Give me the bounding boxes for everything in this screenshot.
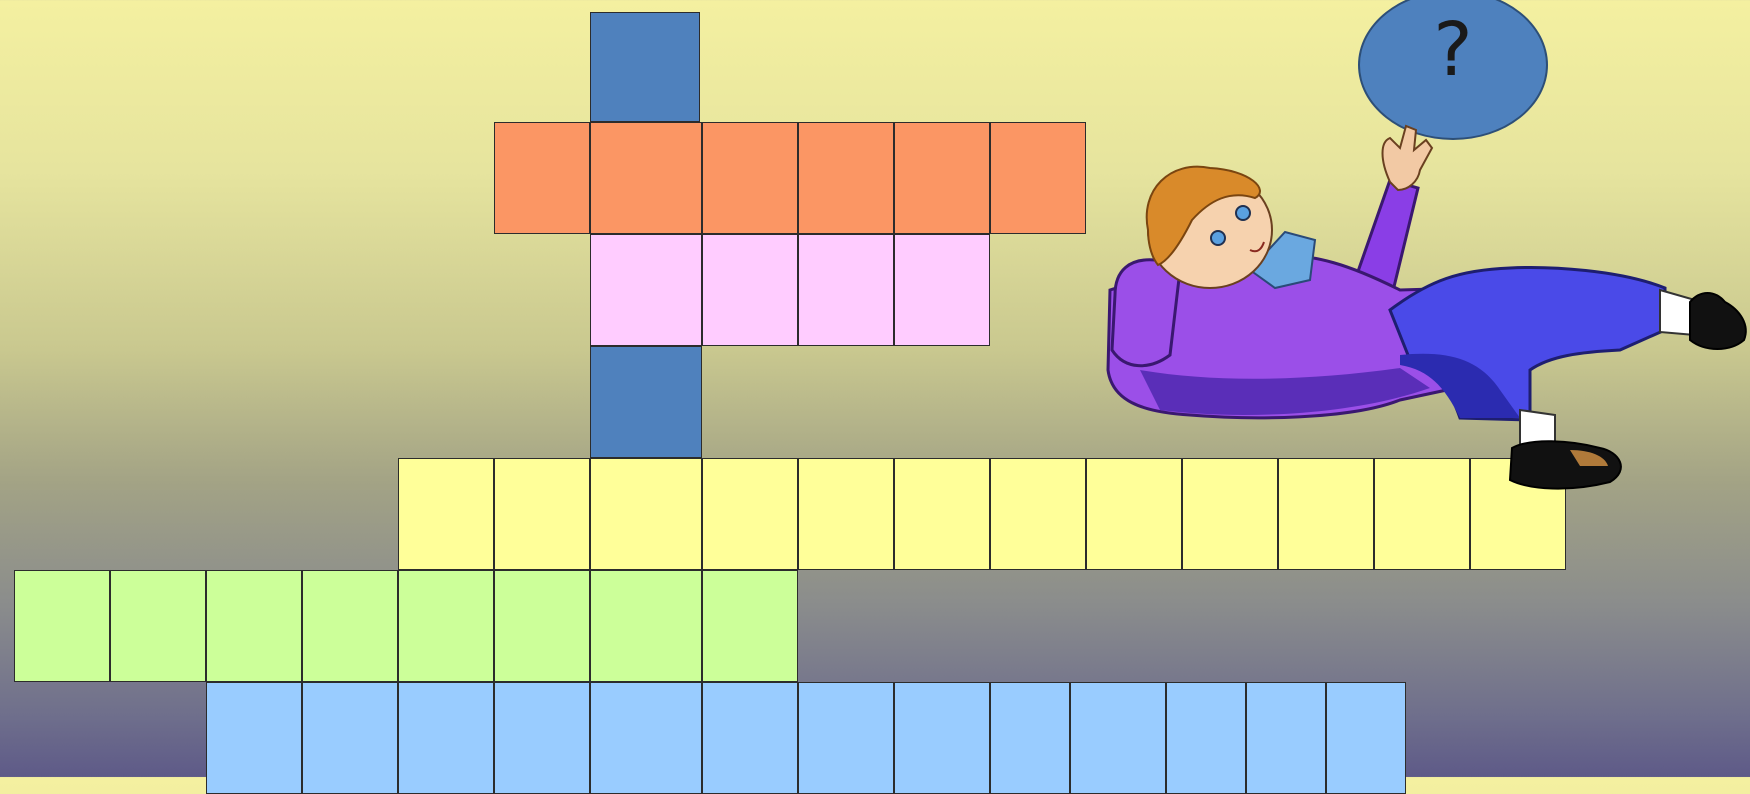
crossword-cell-word-5[interactable] <box>398 682 494 794</box>
crossword-cell-word-1[interactable] <box>494 122 590 234</box>
boy-eye <box>1211 231 1225 245</box>
crossword-cell-word-5[interactable] <box>1070 682 1166 794</box>
crossword-cell-word-2[interactable] <box>702 234 798 346</box>
crossword-cell-word-5[interactable] <box>1166 682 1246 794</box>
boy-raised-hand <box>1383 126 1433 190</box>
crossword-cell-word-5[interactable] <box>590 682 702 794</box>
boy-eye <box>1236 206 1250 220</box>
crossword-cell-word-4[interactable] <box>590 570 702 682</box>
crossword-cell-word-5[interactable] <box>1326 682 1406 794</box>
crossword-cell-word-2[interactable] <box>798 234 894 346</box>
crossword-cell-word-3[interactable] <box>798 458 894 570</box>
crossword-cell-word-5[interactable] <box>990 682 1070 794</box>
reclining-boy-illustration <box>1100 120 1750 560</box>
boy-trousers <box>1390 268 1665 420</box>
crossword-cell-word-1[interactable] <box>798 122 894 234</box>
crossword-cell-highlight-mid[interactable] <box>590 346 702 458</box>
crossword-cell-word-1[interactable] <box>702 122 798 234</box>
crossword-cell-highlight-top[interactable] <box>590 12 700 122</box>
crossword-cell-word-4[interactable] <box>398 570 494 682</box>
crossword-cell-word-5[interactable] <box>894 682 990 794</box>
crossword-cell-word-4[interactable] <box>110 570 206 682</box>
crossword-cell-word-2[interactable] <box>590 234 702 346</box>
crossword-cell-word-5[interactable] <box>798 682 894 794</box>
crossword-cell-word-1[interactable] <box>894 122 990 234</box>
crossword-cell-word-5[interactable] <box>1246 682 1326 794</box>
crossword-cell-word-1[interactable] <box>990 122 1086 234</box>
crossword-cell-word-3[interactable] <box>702 458 798 570</box>
crossword-cell-word-4[interactable] <box>302 570 398 682</box>
crossword-cell-word-2[interactable] <box>894 234 990 346</box>
crossword-cell-word-5[interactable] <box>494 682 590 794</box>
crossword-cell-word-3[interactable] <box>494 458 590 570</box>
crossword-cell-word-4[interactable] <box>206 570 302 682</box>
crossword-cell-word-5[interactable] <box>302 682 398 794</box>
crossword-cell-word-5[interactable] <box>206 682 302 794</box>
question-mark-icon: ? <box>1360 10 1546 90</box>
crossword-cell-word-4[interactable] <box>494 570 590 682</box>
crossword-cell-word-3[interactable] <box>990 458 1086 570</box>
crossword-cell-word-1[interactable] <box>590 122 702 234</box>
crossword-cell-word-4[interactable] <box>702 570 798 682</box>
crossword-cell-word-3[interactable] <box>398 458 494 570</box>
boy-shoe <box>1690 293 1746 349</box>
crossword-cell-word-5[interactable] <box>702 682 798 794</box>
crossword-cell-word-4[interactable] <box>14 570 110 682</box>
crossword-cell-word-3[interactable] <box>590 458 702 570</box>
crossword-cell-word-3[interactable] <box>894 458 990 570</box>
boy-bent-arm <box>1112 260 1180 366</box>
